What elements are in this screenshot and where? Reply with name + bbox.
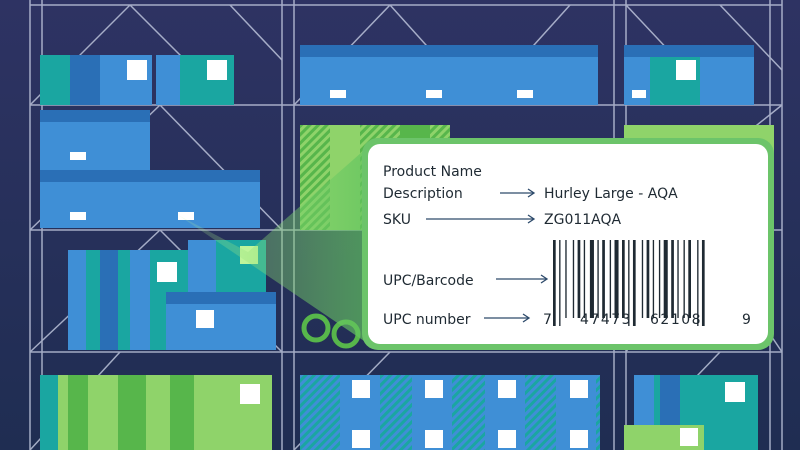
upc-digit-first: 7 bbox=[543, 312, 552, 328]
description-value: Hurley Large - AQA bbox=[544, 186, 678, 202]
barcode-bar bbox=[589, 240, 594, 318]
barcode-bar bbox=[628, 240, 630, 326]
barcode-bar bbox=[663, 240, 668, 318]
barcode-label: UPC/Barcode bbox=[383, 273, 474, 289]
box-group-bottom-left bbox=[40, 375, 272, 450]
barcode-bar bbox=[646, 240, 650, 318]
barcode-bar bbox=[597, 240, 599, 318]
barcode-bar bbox=[602, 240, 605, 318]
upc-digit-group-1: 47473 bbox=[580, 312, 632, 328]
barcode-bar bbox=[583, 240, 586, 318]
barcode-bar bbox=[565, 240, 567, 318]
barcode-bar bbox=[652, 240, 655, 318]
box-group-top-right bbox=[624, 45, 754, 105]
barcode-bar bbox=[658, 240, 661, 318]
barcode-bar bbox=[701, 240, 705, 326]
box-group-lower-left bbox=[68, 240, 276, 350]
barcode-bar bbox=[671, 240, 674, 318]
upc-digit-group-2: 62108 bbox=[650, 312, 702, 328]
barcode-bar bbox=[641, 240, 644, 318]
barcode-bar bbox=[559, 240, 561, 326]
arrow-icon bbox=[426, 214, 536, 224]
barcode-bar bbox=[683, 240, 685, 318]
arrow-icon bbox=[496, 274, 549, 284]
box-group-bottom-middle bbox=[300, 375, 600, 450]
product-name-label: Product Name bbox=[383, 164, 482, 180]
sku-value: ZG011AQA bbox=[544, 212, 622, 228]
upc-number-label: UPC number bbox=[383, 312, 471, 328]
arrow-icon bbox=[500, 188, 536, 198]
scanner-beam bbox=[178, 145, 370, 345]
arrow-icon bbox=[484, 313, 531, 323]
barcode-bar bbox=[577, 240, 581, 318]
barcode-bar bbox=[697, 240, 699, 326]
barcode-bar bbox=[609, 240, 612, 318]
barcode-bar bbox=[572, 240, 575, 318]
barcode-bar bbox=[688, 240, 691, 318]
box-group-bottom-right bbox=[624, 375, 758, 450]
barcode-bar bbox=[614, 240, 619, 318]
upc-digit-last: 9 bbox=[742, 312, 751, 328]
box-group-top-middle bbox=[300, 45, 598, 105]
sku-label: SKU bbox=[383, 212, 411, 228]
box-group-mid-left bbox=[40, 110, 260, 228]
barcode-bar bbox=[622, 240, 625, 318]
barcode-bar bbox=[553, 240, 556, 326]
barcode-bar bbox=[632, 240, 636, 326]
description-label: Description bbox=[383, 186, 463, 202]
barcode-image bbox=[553, 240, 705, 326]
barcode-bar bbox=[677, 240, 679, 318]
product-label-card: Product Name Description Hurley Large - … bbox=[362, 138, 774, 350]
box-group-top-left bbox=[40, 55, 234, 105]
